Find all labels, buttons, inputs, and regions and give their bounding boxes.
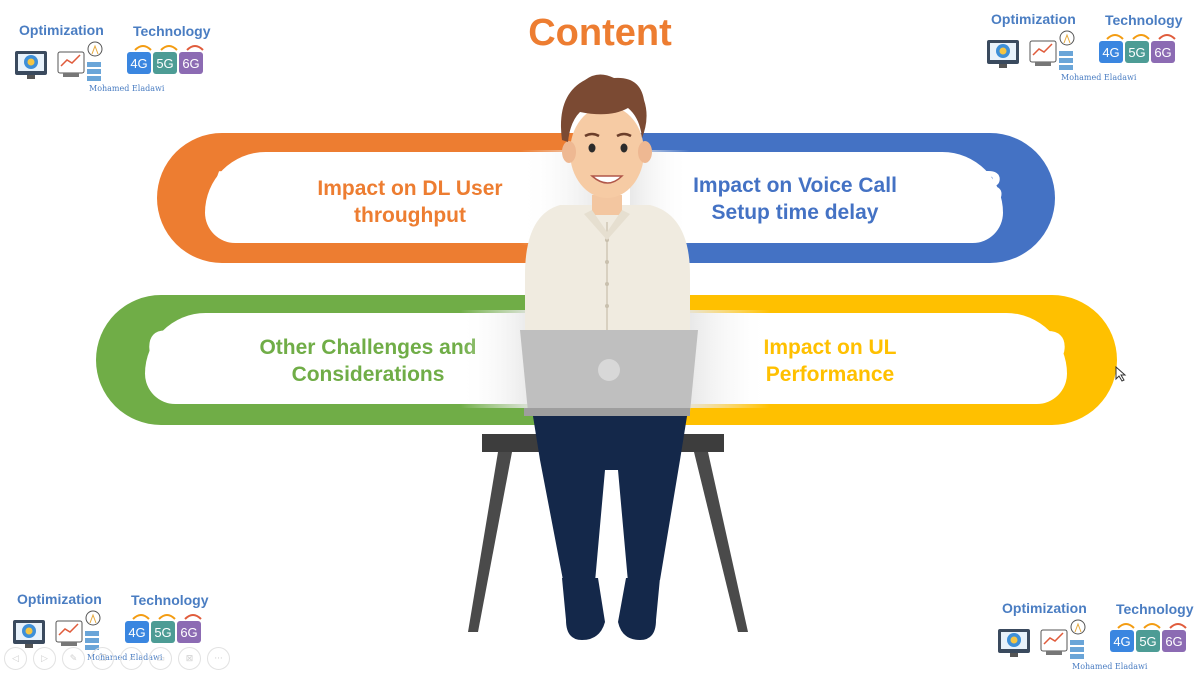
author-name: Mohamed Eladawi	[1061, 73, 1137, 82]
logo-icons: 4G 5G 6G	[987, 30, 1176, 70]
5g-icon: 5G	[151, 614, 176, 643]
zoom-icon[interactable]: ⌕	[120, 647, 143, 670]
dashboard-icon	[57, 51, 85, 77]
item-a-text: Impact on DL User throughput	[317, 177, 503, 227]
copy-icon[interactable]: ❐	[91, 647, 114, 670]
svg-text:5G: 5G	[154, 625, 171, 640]
server-icon	[1059, 51, 1073, 70]
dashboard-icon	[1029, 40, 1057, 66]
lightbulb-icon	[85, 610, 101, 626]
monitor-icon	[998, 629, 1030, 657]
dashboard-icon	[55, 620, 83, 646]
svg-text:6G: 6G	[180, 625, 197, 640]
item-b-text: Impact on Voice Call Setup time delay	[693, 174, 897, 224]
optimization-label: Optimization	[1002, 600, 1087, 616]
4g-icon: 4G	[125, 614, 150, 643]
6g-icon: 6G	[179, 45, 204, 74]
optimization-label: Optimization	[19, 22, 104, 38]
item-d-letter: D	[1033, 321, 1067, 373]
pen-icon[interactable]: ✎	[62, 647, 85, 670]
server-icon	[87, 62, 101, 81]
monitor-icon	[15, 51, 47, 79]
logo-icons: 4G 5G 6G	[998, 619, 1187, 659]
svg-text:6G: 6G	[1165, 634, 1182, 649]
item-a-letter: A	[206, 161, 240, 213]
lightbulb-icon	[1059, 30, 1075, 46]
item-b-letter: B	[970, 161, 1004, 213]
technology-label: Technology	[131, 592, 209, 608]
svg-text:6G: 6G	[1154, 45, 1171, 60]
monitor-icon	[987, 40, 1019, 68]
logo-top-left: Optimization Technology 4G 5G 6G Mohamed…	[15, 22, 220, 102]
svg-text:6G: 6G	[182, 56, 199, 71]
lightbulb-icon	[1070, 619, 1086, 635]
logo-bottom-left: Optimization Technology 4G 5G 6G Mohamed…	[13, 591, 218, 671]
server-icon	[85, 631, 99, 650]
4g-icon: 4G	[1110, 623, 1135, 652]
svg-text:5G: 5G	[156, 56, 173, 71]
svg-text:4G: 4G	[130, 56, 147, 71]
dashboard-icon	[1040, 629, 1068, 655]
presentation-controls: ◁ ▷ ✎ ❐ ⌕ ▭ ⊠ ···	[4, 647, 230, 670]
mouse-cursor-icon	[1115, 366, 1127, 382]
slide-title: Content	[528, 12, 672, 54]
svg-text:4G: 4G	[128, 625, 145, 640]
technology-label: Technology	[1105, 12, 1183, 28]
svg-text:5G: 5G	[1128, 45, 1145, 60]
4g-icon: 4G	[127, 45, 152, 74]
svg-text:5G: 5G	[1139, 634, 1156, 649]
6g-icon: 6G	[1151, 34, 1176, 63]
more-icon[interactable]: ···	[207, 647, 230, 670]
lightbulb-icon	[87, 41, 103, 57]
item-c-text: Other Challenges and Considerations	[259, 336, 477, 386]
monitor-icon	[13, 620, 45, 648]
author-name: Mohamed Eladawi	[89, 84, 165, 93]
logo-icons: 4G 5G 6G	[15, 41, 204, 81]
item-d-text: Impact on UL Performance	[763, 336, 897, 386]
logo-bottom-right: Optimization Technology 4G 5G 6G Mohamed…	[998, 600, 1200, 675]
5g-icon: 5G	[1125, 34, 1150, 63]
hide-icon[interactable]: ⊠	[178, 647, 201, 670]
5g-icon: 5G	[1136, 623, 1161, 652]
svg-text:4G: 4G	[1113, 634, 1130, 649]
author-name: Mohamed Eladawi	[1072, 662, 1148, 671]
5g-icon: 5G	[153, 45, 178, 74]
optimization-label: Optimization	[991, 11, 1076, 27]
technology-label: Technology	[133, 23, 211, 39]
6g-icon: 6G	[177, 614, 202, 643]
subtitles-icon[interactable]: ▭	[149, 647, 172, 670]
next-icon[interactable]: ▷	[33, 647, 56, 670]
technology-label: Technology	[1116, 601, 1194, 617]
6g-icon: 6G	[1162, 623, 1187, 652]
server-icon	[1070, 640, 1084, 659]
item-c-letter: C	[147, 321, 181, 373]
4g-icon: 4G	[1099, 34, 1124, 63]
logo-icons: 4G 5G 6G	[13, 610, 202, 650]
optimization-label: Optimization	[17, 591, 102, 607]
previous-icon[interactable]: ◁	[4, 647, 27, 670]
svg-text:4G: 4G	[1102, 45, 1119, 60]
logo-top-right: Optimization Technology 4G 5G 6G Mohamed…	[987, 11, 1192, 91]
